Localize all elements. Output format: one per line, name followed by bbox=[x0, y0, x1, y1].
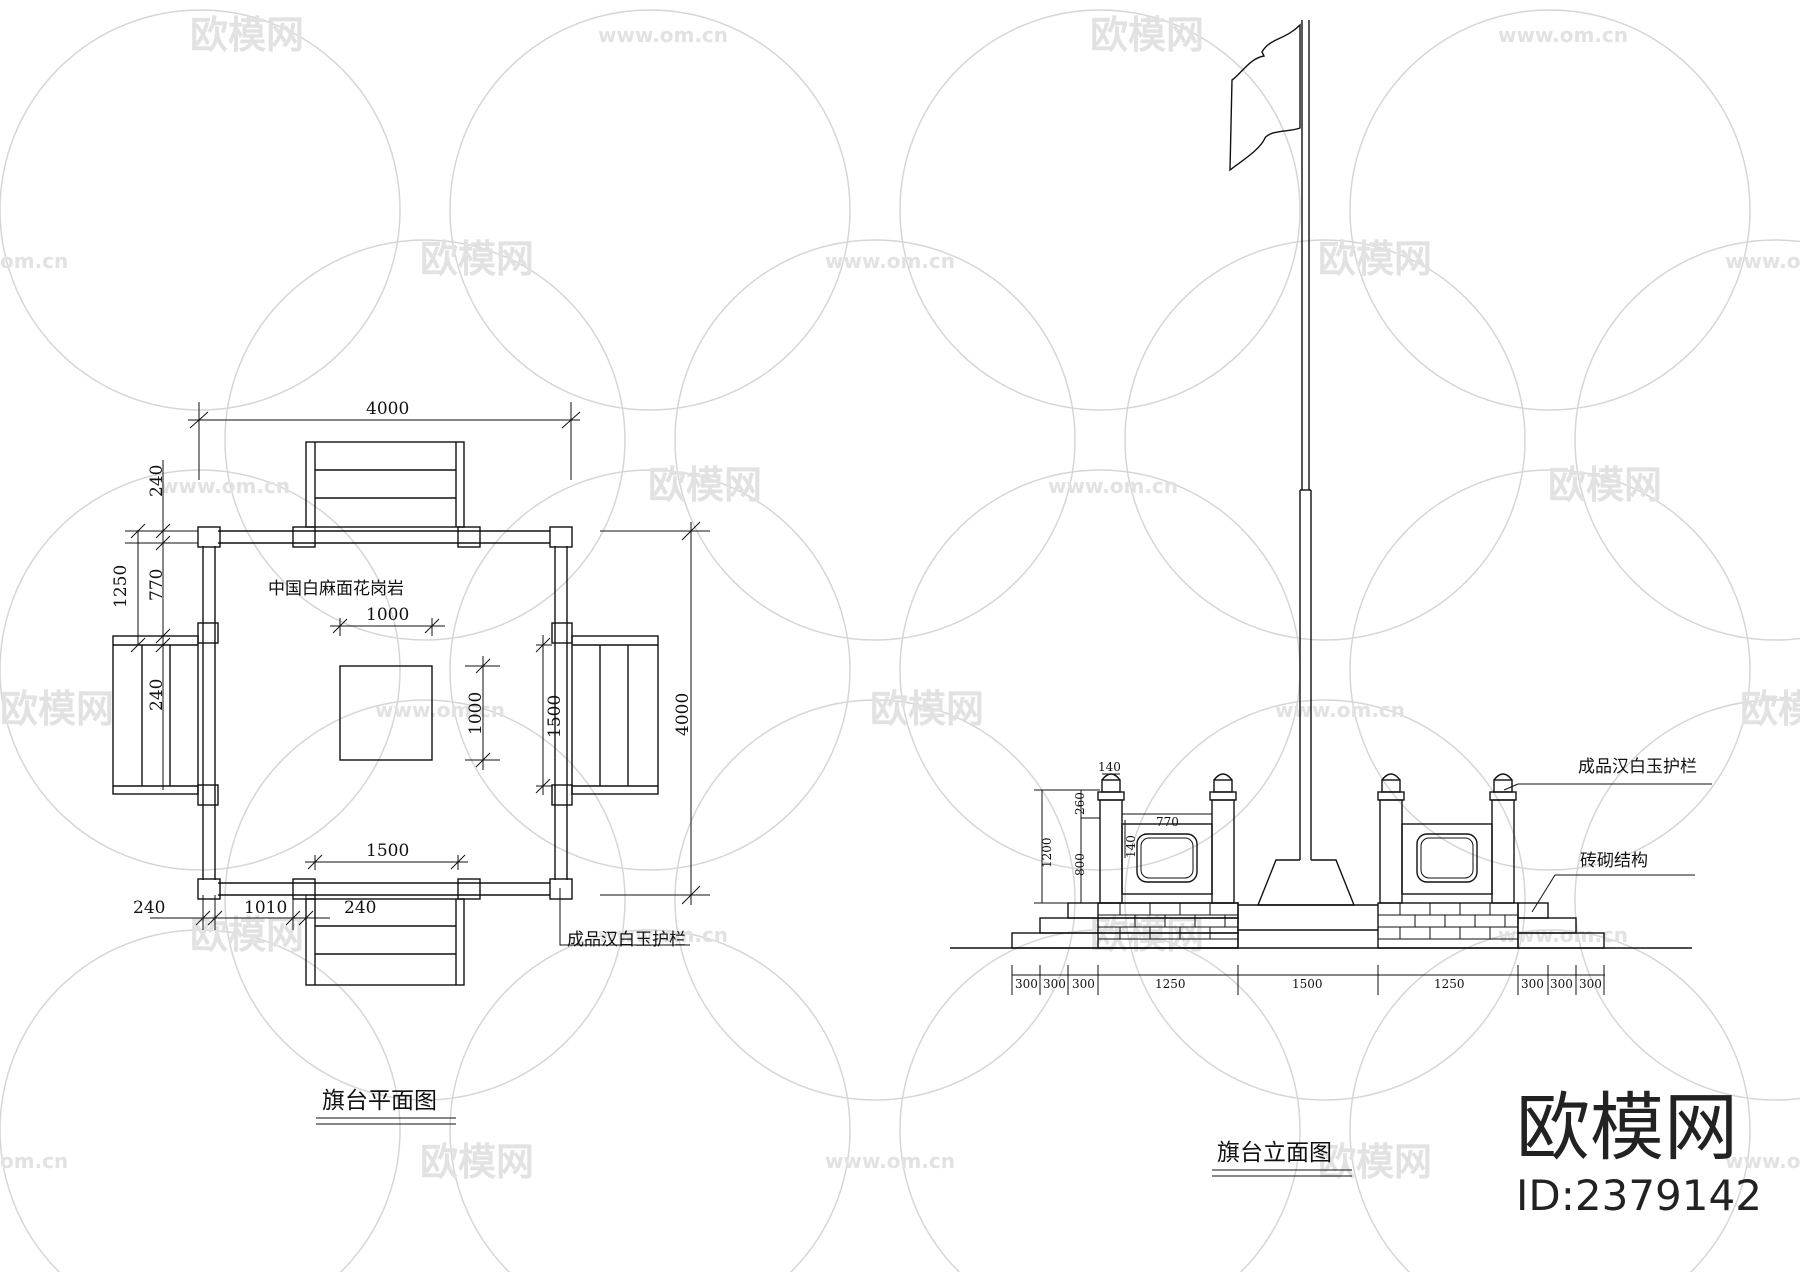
elevation-title: 旗台立面图 bbox=[1217, 1140, 1332, 1166]
dim-elev-bottom-7: 300 bbox=[1550, 977, 1573, 991]
plan-dimension-texts: 4000 4000 1000 1000 1500 1500 1250 770 2… bbox=[111, 399, 693, 918]
watermark-url: www.om.cn bbox=[825, 1149, 955, 1173]
dim-elev-bottom-3: 1250 bbox=[1155, 977, 1186, 991]
watermark-logo: 欧模网 bbox=[1090, 913, 1204, 957]
dim-bottom-240-right: 240 bbox=[344, 898, 376, 918]
brand-block: 欧模网 ID:2379142 bbox=[1516, 1085, 1762, 1220]
watermark-logo: 欧模网 bbox=[1318, 237, 1432, 281]
dim-bottom-1010: 1010 bbox=[244, 898, 287, 918]
watermark-logo: 欧模网 bbox=[648, 463, 762, 507]
watermark-url: www.om.cn bbox=[1048, 474, 1178, 498]
watermark-url: www.om.cn bbox=[1498, 23, 1628, 47]
dim-elev-bottom-1: 300 bbox=[1043, 977, 1066, 991]
dim-elev-bottom-8: 300 bbox=[1579, 977, 1602, 991]
dim-elev-bottom-4: 1500 bbox=[1292, 977, 1323, 991]
elevation-brick-label: 砖砌结构 bbox=[1580, 851, 1648, 871]
watermark-logo: 欧模网 bbox=[1318, 1140, 1432, 1184]
brand-logo: 欧模网 bbox=[1516, 1085, 1738, 1171]
flagpole bbox=[1238, 20, 1378, 906]
watermark-logo: 欧模网 bbox=[1740, 687, 1800, 731]
dim-elev-140-mid: 140 bbox=[1124, 835, 1138, 858]
plan-center-base bbox=[339, 665, 433, 761]
watermark-url: om.cn bbox=[0, 1149, 68, 1173]
watermark-url: om.cn bbox=[0, 249, 68, 273]
watermark-layer: 欧模网 欧模网 欧模网 欧模网 欧模网 欧模网 欧模网 欧模网 欧模网 欧模网 … bbox=[0, 9, 1800, 1272]
plan-stairs bbox=[112, 441, 659, 986]
watermark-url: www.om.cn bbox=[1498, 923, 1628, 947]
dim-left-240-top: 240 bbox=[147, 465, 167, 497]
dim-elev-bottom-0: 300 bbox=[1015, 977, 1038, 991]
elevation-view: 140 260 770 140 1200 800 300 300 300 125… bbox=[950, 20, 1712, 1177]
plan-rails bbox=[197, 526, 573, 900]
watermark-logo: 欧模网 bbox=[0, 687, 114, 731]
plan-title: 旗台平面图 bbox=[322, 1088, 437, 1114]
watermark-url: www.om.cn bbox=[825, 249, 955, 273]
right-platform bbox=[1377, 902, 1605, 949]
dim-elev-770: 770 bbox=[1156, 815, 1179, 829]
elevation-dimension-texts: 140 260 770 140 1200 800 300 300 300 125… bbox=[1015, 760, 1602, 991]
dim-plan-width: 4000 bbox=[366, 399, 409, 419]
elevation-dimension-lines bbox=[1011, 773, 1712, 995]
dim-elev-1200: 1200 bbox=[1040, 837, 1054, 868]
watermark-logo: 欧模网 bbox=[1548, 463, 1662, 507]
dim-left-1250: 1250 bbox=[111, 565, 131, 608]
watermark-logo: 欧模网 bbox=[1090, 13, 1204, 57]
flag bbox=[1229, 23, 1301, 172]
elevation-railing-label: 成品汉白玉护栏 bbox=[1578, 757, 1697, 777]
watermark-url: www.om.cn bbox=[1725, 249, 1800, 273]
watermark-url: www.om.cn bbox=[598, 23, 728, 47]
dim-elev-140-top: 140 bbox=[1098, 760, 1121, 774]
dim-bottom-240-left: 240 bbox=[133, 898, 165, 918]
dim-elev-bottom-5: 1250 bbox=[1434, 977, 1465, 991]
watermark-url: www.om.cn bbox=[598, 923, 728, 947]
watermark-logo: 欧模网 bbox=[870, 687, 984, 731]
plan-view: 4000 4000 1000 1000 1500 1500 1250 770 2… bbox=[111, 399, 710, 1125]
dim-center-width: 1000 bbox=[366, 605, 409, 625]
dim-plan-height: 4000 bbox=[673, 693, 693, 736]
dim-elev-bottom-2: 300 bbox=[1072, 977, 1095, 991]
dim-inner-height: 1500 bbox=[545, 695, 565, 738]
watermark-url: www.om.cn bbox=[160, 474, 290, 498]
plan-railing-label: 成品汉白玉护栏 bbox=[567, 930, 686, 950]
left-platform bbox=[1011, 902, 1239, 949]
brand-id: ID:2379142 bbox=[1516, 1171, 1762, 1220]
watermark-logos: 欧模网 欧模网 欧模网 欧模网 欧模网 欧模网 欧模网 欧模网 欧模网 欧模网 … bbox=[0, 13, 1800, 1184]
watermark-logo: 欧模网 bbox=[190, 913, 304, 957]
plan-material-label: 中国白麻面花岗岩 bbox=[268, 579, 404, 599]
watermark-url: www.om.cn bbox=[1725, 1149, 1800, 1173]
right-railing bbox=[1377, 773, 1517, 904]
dim-inner-width: 1500 bbox=[366, 841, 409, 861]
dim-elev-bottom-6: 300 bbox=[1521, 977, 1544, 991]
plan-dimension-lines bbox=[125, 402, 710, 946]
dim-elev-260: 260 bbox=[1073, 792, 1087, 815]
watermark-logo: 欧模网 bbox=[190, 13, 304, 57]
left-railing bbox=[1097, 773, 1237, 904]
dim-left-770: 770 bbox=[147, 569, 167, 601]
dim-elev-800: 800 bbox=[1073, 853, 1087, 876]
dim-center-height: 1000 bbox=[466, 692, 486, 735]
watermark-logo: 欧模网 bbox=[420, 1140, 534, 1184]
watermark-url: www.om.cn bbox=[1275, 698, 1405, 722]
watermark-logo: 欧模网 bbox=[420, 237, 534, 281]
dim-left-240-mid: 240 bbox=[147, 679, 167, 711]
watermark-arcs bbox=[0, 9, 1800, 1272]
